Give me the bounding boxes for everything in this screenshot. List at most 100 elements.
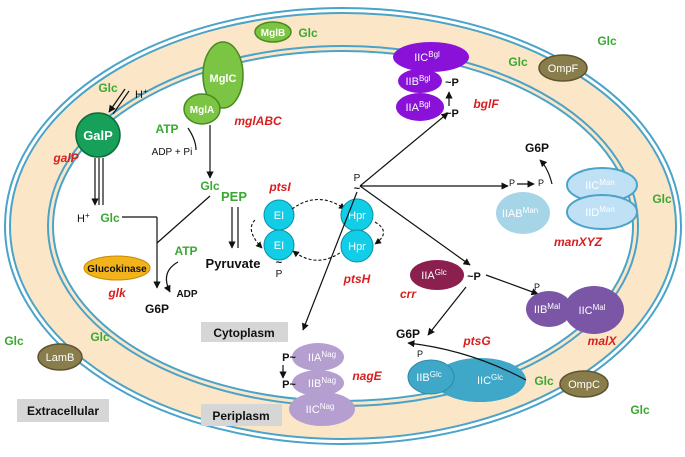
ei-lower bbox=[263, 229, 295, 261]
gene-ptsI: ptsI bbox=[268, 180, 291, 194]
iic-mal-protein bbox=[564, 286, 624, 334]
extracellular-label: Extracellular bbox=[27, 404, 99, 418]
iib-nag-main: IIB bbox=[308, 378, 321, 390]
adp-glk: ADP bbox=[176, 289, 197, 300]
pyruvate-label: Pyruvate bbox=[206, 256, 261, 271]
hpr-to-bgl bbox=[359, 112, 449, 187]
glc-mglB: Glc bbox=[298, 26, 318, 40]
glc-ompF-out: Glc bbox=[597, 34, 617, 48]
glc-galP-outer: Glc bbox=[98, 81, 118, 95]
iia-glc-sup: Glc bbox=[435, 268, 447, 277]
iib-mal-main: IIB bbox=[534, 304, 547, 316]
galP-protein bbox=[75, 112, 121, 158]
lamB-label: LamB bbox=[46, 352, 75, 364]
iid-man-protein bbox=[566, 194, 638, 230]
g6p-man: G6P bbox=[525, 141, 549, 155]
iib-glc-protein bbox=[407, 359, 455, 395]
hplus-inner-plus: + bbox=[85, 211, 90, 220]
iia-nag-main: IIA bbox=[308, 352, 322, 364]
iic-mal-main: IIC bbox=[579, 305, 593, 317]
iiab-man-sup: Man bbox=[523, 206, 539, 215]
mglB-protein bbox=[254, 21, 292, 43]
galP-in-arrow-1 bbox=[108, 88, 126, 113]
galP-label: GalP bbox=[83, 128, 113, 143]
iib-bgl-sup: Bgl bbox=[419, 74, 431, 83]
glc-galP-inner: Glc bbox=[100, 211, 120, 225]
atp-adp-glk-arrow bbox=[163, 261, 179, 293]
man-p-1: P bbox=[509, 178, 515, 188]
pep-label: PEP bbox=[221, 189, 247, 204]
iid-man-sup: Man bbox=[599, 205, 615, 214]
adp-pi-mgl: ADP + Pi bbox=[152, 147, 193, 158]
periplasm-label: Periplasm bbox=[212, 409, 269, 423]
iia-bgl-main: IIA bbox=[405, 102, 419, 114]
gene-bglF: bglF bbox=[473, 97, 499, 111]
man-p-2: P bbox=[538, 178, 544, 188]
periplasm-box bbox=[201, 404, 282, 426]
iic-nag-label: IICNag bbox=[306, 402, 335, 416]
man-g6p-arrow bbox=[539, 159, 553, 185]
iib-nag-p: P~ bbox=[282, 379, 296, 391]
glc-ptsG: Glc bbox=[534, 374, 554, 388]
iib-bgl-label: IIBBgl bbox=[405, 74, 430, 88]
hpr-p: P bbox=[354, 173, 361, 184]
atp-to-adp-arrow bbox=[187, 127, 197, 151]
iib-mal-sup: Mal bbox=[547, 302, 560, 311]
mglC-protein bbox=[202, 41, 244, 109]
ompF-label: OmpF bbox=[548, 63, 579, 75]
hplus-outer: H+ bbox=[135, 87, 148, 101]
hpr-tilde: ~ bbox=[354, 183, 361, 195]
glc-ompF-in: Glc bbox=[508, 55, 528, 69]
glucokinase-protein bbox=[83, 255, 151, 281]
crr-to-mal bbox=[485, 274, 539, 296]
extracellular-box bbox=[17, 399, 109, 422]
mglC-label: MglC bbox=[210, 73, 237, 85]
crr-to-ptsG bbox=[427, 286, 467, 336]
gene-malX: malX bbox=[588, 334, 618, 348]
glc-cytoplasm: Glc bbox=[200, 179, 220, 193]
hplus-inner-h: H bbox=[77, 213, 85, 225]
ptsG-p: P bbox=[417, 349, 423, 359]
glc-lamB-in: Glc bbox=[90, 330, 110, 344]
mglA-label: MglA bbox=[190, 105, 214, 116]
ompC-label: OmpC bbox=[568, 379, 600, 391]
gene-crr: crr bbox=[400, 287, 417, 301]
iia-nag-sup: Nag bbox=[321, 350, 336, 359]
glc-lamB-out: Glc bbox=[4, 334, 24, 348]
gene-nagE: nagE bbox=[352, 369, 382, 383]
g6p-glk: G6P bbox=[145, 302, 169, 316]
iia-glc-main: IIA bbox=[421, 270, 435, 282]
iib-mal-label: IIBMal bbox=[534, 302, 561, 316]
iib-glc-main: IIB bbox=[416, 372, 429, 384]
crr-p: ~P bbox=[467, 271, 481, 283]
hpr-upper-label: Hpr bbox=[348, 210, 366, 222]
g6p-ptsG: G6P bbox=[396, 327, 420, 341]
iic-bgl-sup: Bgl bbox=[428, 50, 440, 59]
iic-glc-label: IICGlc bbox=[477, 373, 503, 387]
iic-glc-main: IIC bbox=[477, 375, 491, 387]
hplus-inner: H+ bbox=[77, 211, 90, 225]
glc-man: Glc bbox=[652, 192, 672, 206]
mglB-label: MglB bbox=[261, 28, 285, 39]
mglA-protein bbox=[183, 93, 221, 125]
iia-nag-label: IIANag bbox=[308, 350, 336, 364]
ei-hpr-cycle-top bbox=[291, 198, 346, 210]
hpr-lower bbox=[340, 229, 374, 263]
gene-galP: galP bbox=[52, 151, 79, 165]
iic-bgl-protein bbox=[393, 42, 469, 72]
iic-nag-protein bbox=[289, 392, 355, 426]
iiab-man-label: IIABMan bbox=[502, 206, 538, 220]
iib-bgl-p: ~P bbox=[445, 77, 459, 89]
iib-glc-label: IIBGlc bbox=[416, 370, 441, 384]
iic-man-main: IIC bbox=[585, 180, 599, 192]
iia-bgl-protein bbox=[396, 93, 444, 121]
iic-nag-sup: Nag bbox=[320, 402, 335, 411]
iiab-man-main: IIAB bbox=[502, 208, 523, 220]
ei-cycle bbox=[250, 219, 263, 249]
iib-mal-protein bbox=[526, 291, 572, 327]
iia-bgl-label: IIABgl bbox=[405, 100, 430, 114]
glc-ompC-out: Glc bbox=[630, 403, 650, 417]
iic-mal-sup: Mal bbox=[593, 303, 606, 312]
